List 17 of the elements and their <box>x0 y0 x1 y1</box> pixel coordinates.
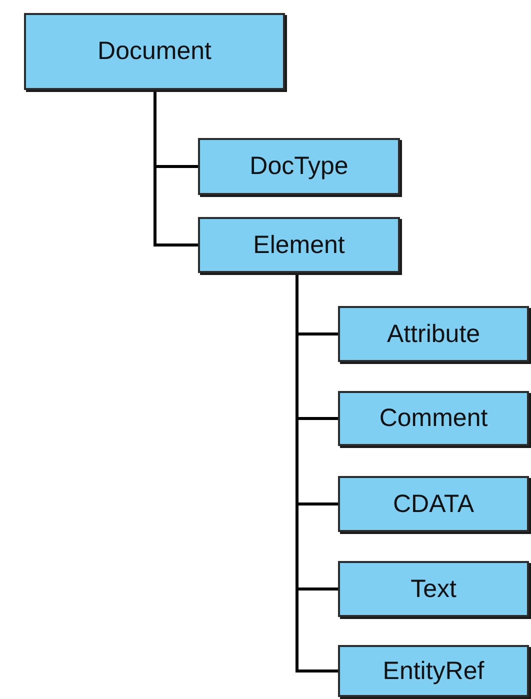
connector-line <box>296 273 338 672</box>
node-label: Text <box>410 574 456 604</box>
node-box <box>338 561 529 617</box>
node-box <box>338 306 529 362</box>
node-label: CDATA <box>392 490 474 518</box>
node-label: DocType <box>250 152 348 181</box>
node-box <box>198 138 400 195</box>
node-label: Attribute <box>386 320 480 348</box>
node-label: Comment <box>379 404 488 433</box>
node-box <box>338 476 529 532</box>
node-label: Document <box>98 37 212 66</box>
node-label: Element <box>253 230 345 260</box>
node-label: EntityRef <box>382 656 484 686</box>
node-box <box>338 391 529 446</box>
node-box <box>24 13 285 90</box>
node-box <box>338 645 529 697</box>
node-box <box>198 217 400 273</box>
